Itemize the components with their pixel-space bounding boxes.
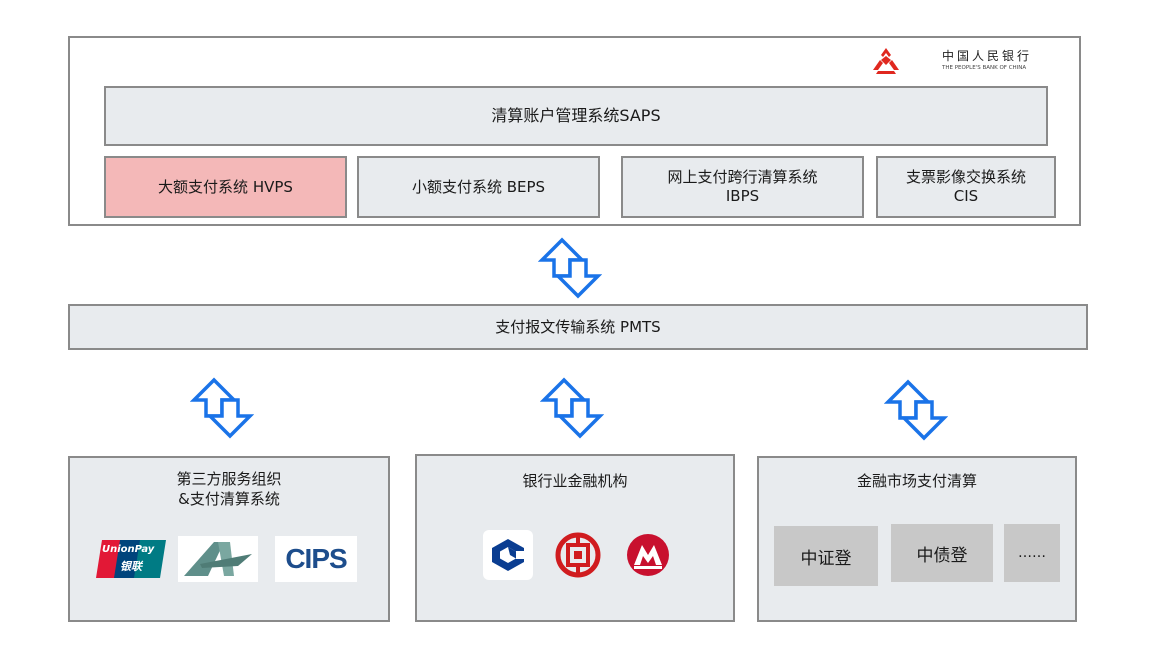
pboc-emblem-icon [873, 48, 899, 74]
ibps-label-line1: 网上支付跨行清算系统 [667, 168, 818, 186]
pmts-label: 支付报文传输系统 PMTS [495, 317, 661, 336]
china-merchants-bank-logo [623, 530, 673, 580]
beps-label: 小额支付系统 BEPS [411, 177, 546, 196]
bocom-logo-icon [492, 539, 525, 571]
ibps-label-line2: IBPS [725, 187, 760, 205]
bidirectional-arrow-icon [538, 237, 602, 299]
unionpay-logo: UnionPay 银联 [96, 538, 166, 580]
icbc-logo-icon [555, 532, 601, 578]
beps-box: 小额支付系统 BEPS [357, 156, 600, 218]
pmts-box: 支付报文传输系统 PMTS [68, 304, 1088, 350]
banks-panel: 银行业金融机构 [415, 454, 735, 622]
unionpay-logo-icon [96, 540, 166, 578]
saps-box: 清算账户管理系统SAPS [104, 86, 1048, 146]
cips-logo: CIPS [275, 536, 357, 582]
arrow-a-logo-icon [184, 542, 252, 576]
banks-title: 银行业金融机构 [522, 472, 628, 490]
bank-of-communications-logo [483, 530, 533, 580]
ibps-box: 网上支付跨行清算系统 IBPS [621, 156, 864, 218]
payment-clearing-association-logo [178, 536, 258, 582]
cis-label-line2: CIS [953, 187, 979, 205]
bidirectional-arrow-icon [190, 377, 254, 439]
cis-box: 支票影像交换系统 CIS [876, 156, 1056, 218]
market-item-label: 中债登 [916, 545, 968, 566]
cmb-logo-icon [627, 534, 669, 576]
hvps-box: 大额支付系统 HVPS [104, 156, 347, 218]
unionpay-text-cn: 银联 [120, 560, 142, 573]
third-party-title-line2: &支付清算系统 [178, 490, 280, 508]
market-item-more: …… [1004, 524, 1060, 582]
financial-market-title: 金融市场支付清算 [856, 472, 977, 490]
hvps-label: 大额支付系统 HVPS [158, 177, 293, 196]
market-item-ccdc: 中债登 [891, 524, 993, 582]
pboc-logo-chinese: 中国人民银行 [942, 49, 1033, 63]
pboc-logo: 中国人民银行 THE PEOPLE'S BANK OF CHINA [870, 44, 1050, 80]
cis-label-line1: 支票影像交换系统 [905, 168, 1026, 186]
bidirectional-arrow-icon [884, 379, 948, 441]
bidirectional-arrow-icon [540, 377, 604, 439]
icbc-logo [553, 530, 603, 580]
market-item-label: …… [1018, 545, 1046, 561]
market-item-label: 中证登 [800, 548, 852, 569]
unionpay-text-en: UnionPay [102, 544, 155, 555]
market-item-chinaclear: 中证登 [774, 526, 878, 586]
third-party-panel: 第三方服务组织 &支付清算系统 UnionPay 银联 CIPS [68, 456, 390, 622]
third-party-title-line1: 第三方服务组织 [176, 470, 282, 488]
pboc-logo-english: THE PEOPLE'S BANK OF CHINA [942, 65, 1027, 71]
saps-label: 清算账户管理系统SAPS [491, 106, 661, 125]
cips-logo-text: CIPS [285, 543, 347, 574]
